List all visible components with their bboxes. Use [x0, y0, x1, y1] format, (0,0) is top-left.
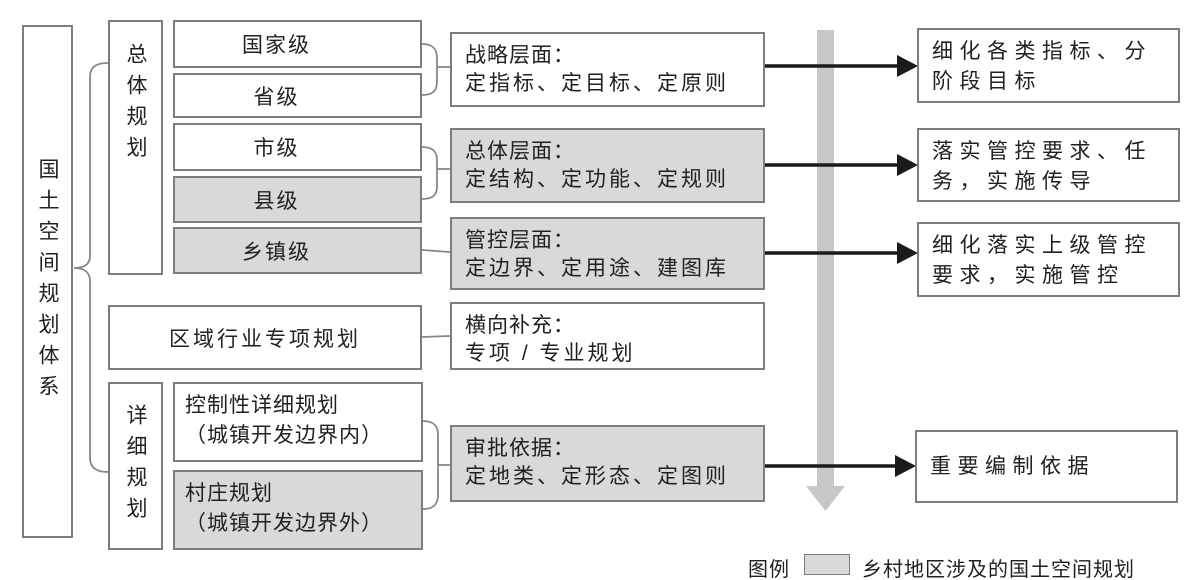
outcome-basis-line1: 重要编制依据	[930, 454, 1095, 478]
level-box-city: 市级	[173, 123, 422, 171]
layer-approval-title: 审批依据：	[465, 437, 575, 460]
level-county-label: 县级	[253, 189, 300, 213]
outcome-box-refine-indicators: 细化各类指标、分 阶段目标	[917, 28, 1180, 103]
layer-overall-title: 总体层面：	[465, 140, 575, 163]
legend-label: 图例	[748, 559, 790, 580]
detail-plan-village-line2: （城镇开发边界外）	[185, 512, 383, 535]
group-box-overall-planning: 总体规划	[108, 20, 163, 275]
vertical-flow-arrow-icon	[806, 30, 845, 511]
layer-box-control: 管控层面： 定边界、定用途、建图库	[450, 217, 765, 290]
level-provincial-label: 省级	[253, 85, 300, 109]
layer-box-approval-basis: 审批依据： 定地类、定形态、定图则	[450, 425, 765, 502]
township-connector	[421, 249, 451, 253]
detail-plan-regulatory-line1: 控制性详细规划	[185, 394, 339, 417]
outcome-refine-line1: 细化各类指标、分	[932, 40, 1152, 63]
level-city-label: 市级	[253, 137, 300, 160]
group-box-detailed-planning: 详细规划	[108, 382, 163, 550]
group-overall-label: 总体规划	[124, 43, 147, 167]
outcome-implement-line1: 落实管控要求、任	[932, 140, 1152, 163]
outcome-box-refine-upper-control: 细化落实上级管控 要求，实施管控	[917, 222, 1180, 297]
level-box-county: 县级	[173, 176, 422, 223]
outcome-box-compilation-basis: 重要编制依据	[915, 430, 1178, 503]
root-box: 国土空间规划体系	[22, 25, 73, 538]
legend-swatch-icon	[804, 554, 850, 575]
group-box-regional-special-planning: 区域行业专项规划	[108, 305, 422, 370]
group-detailed-label: 详细规划	[124, 404, 147, 528]
outcome-upper-line2: 要求，实施管控	[932, 264, 1125, 287]
group-regional-label: 区域行业专项规划	[169, 327, 361, 351]
outcome-refine-line2: 阶段目标	[932, 70, 1042, 93]
layer-approval-detail: 定地类、定形态、定图则	[465, 465, 729, 488]
flow-arrow-strategic-icon	[765, 55, 918, 77]
flow-arrow-overall-icon	[765, 154, 918, 176]
level-box-national: 国家级	[173, 20, 422, 68]
detailed-plans-bracket	[422, 420, 439, 510]
layer-strategic-detail: 定指标、定目标、定原则	[465, 72, 729, 95]
detail-plan-box-village: 村庄规划 （城镇开发边界外）	[173, 470, 423, 550]
national-provincial-bracket	[421, 43, 438, 96]
detail-plan-regulatory-line2: （城镇开发边界内）	[185, 424, 383, 447]
layer-overall-detail: 定结构、定功能、定规则	[465, 168, 729, 191]
flow-arrow-control-icon	[765, 242, 918, 264]
legend-text: 乡村地区涉及的国土空间规划	[862, 559, 1135, 580]
root-brace-connector	[73, 62, 109, 473]
detail-plan-box-regulatory: 控制性详细规划 （城镇开发边界内）	[173, 382, 423, 462]
layer-supplement-title: 横向补充：	[465, 314, 575, 337]
layer-control-title: 管控层面：	[465, 229, 575, 252]
layer-box-strategic: 战略层面： 定指标、定目标、定原则	[450, 32, 765, 107]
level-box-township: 乡镇级	[173, 227, 422, 274]
layer-box-overall: 总体层面： 定结构、定功能、定规则	[450, 128, 765, 203]
root-box-label: 国土空间规划体系	[36, 157, 59, 406]
layer-supplement-detail: 专项 / 专业规划	[465, 342, 636, 365]
detail-plan-village-line1: 村庄规划	[185, 482, 273, 505]
layer-strategic-title: 战略层面：	[465, 44, 575, 67]
level-township-label: 乡镇级	[242, 240, 311, 264]
level-national-label: 国家级	[242, 34, 311, 57]
outcome-upper-line1: 细化落实上级管控	[932, 234, 1152, 257]
flow-arrow-approval-icon	[765, 455, 916, 477]
city-county-bracket	[421, 146, 438, 200]
level-box-provincial: 省级	[173, 73, 422, 118]
layer-control-detail: 定边界、定用途、建图库	[465, 257, 729, 280]
outcome-implement-line2: 务，实施传导	[932, 170, 1097, 193]
regional-connector	[421, 335, 451, 338]
layer-box-horizontal-supplement: 横向补充： 专项 / 专业规划	[450, 302, 765, 370]
outcome-box-implement-control: 落实管控要求、任 务，实施传导	[917, 128, 1180, 202]
